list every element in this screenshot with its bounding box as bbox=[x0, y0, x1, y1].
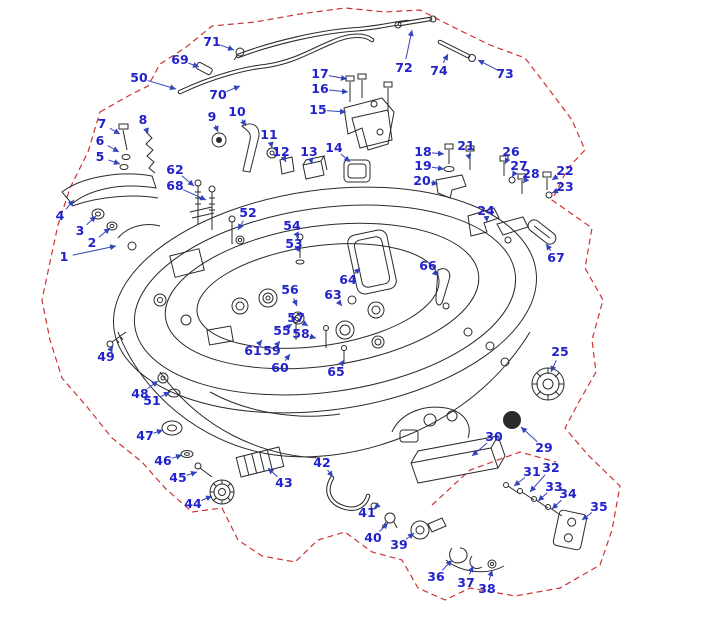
part-number-36: 36 bbox=[427, 568, 445, 584]
part-number-5: 5 bbox=[95, 148, 105, 164]
part-number-50: 50 bbox=[130, 69, 148, 85]
lower-right-assembly bbox=[410, 435, 588, 573]
part-number-56: 56 bbox=[281, 281, 299, 297]
part-number-35: 35 bbox=[590, 498, 608, 514]
part-number-24: 24 bbox=[477, 202, 495, 218]
part-number-34: 34 bbox=[559, 485, 577, 501]
part-number-10: 10 bbox=[228, 103, 246, 119]
part-number-29: 29 bbox=[535, 439, 553, 455]
part-number-32: 32 bbox=[542, 459, 560, 475]
part-number-42: 42 bbox=[313, 454, 331, 470]
part-number-22: 22 bbox=[556, 162, 574, 178]
part-number-19: 19 bbox=[414, 157, 432, 173]
part-number-41: 41 bbox=[358, 504, 376, 520]
part-number-7: 7 bbox=[97, 115, 107, 131]
part-number-23: 23 bbox=[556, 178, 574, 194]
part-number-63: 63 bbox=[324, 286, 342, 302]
top-bracket bbox=[343, 73, 395, 151]
rear-knob bbox=[503, 367, 565, 429]
part-number-40: 40 bbox=[364, 529, 382, 545]
part-number-44: 44 bbox=[184, 495, 202, 511]
part-number-61: 61 bbox=[244, 342, 262, 358]
part-number-51: 51 bbox=[143, 392, 161, 408]
part-number-62: 62 bbox=[166, 161, 184, 177]
part-number-64: 64 bbox=[339, 271, 357, 287]
part-number-1: 1 bbox=[59, 248, 69, 264]
part-number-68: 68 bbox=[166, 177, 184, 193]
part-number-46: 46 bbox=[154, 452, 172, 468]
part-number-12: 12 bbox=[272, 143, 290, 159]
hose-assembly bbox=[177, 15, 476, 95]
part-number-58: 58 bbox=[292, 325, 310, 341]
part-number-53: 53 bbox=[285, 235, 303, 251]
part-number-65: 65 bbox=[327, 363, 345, 379]
part-number-13: 13 bbox=[300, 143, 318, 159]
bottom-cowling bbox=[113, 186, 537, 459]
part-number-66: 66 bbox=[419, 257, 437, 273]
part-number-71: 71 bbox=[203, 33, 221, 49]
part-number-20: 20 bbox=[413, 172, 431, 188]
part-number-47: 47 bbox=[136, 427, 154, 443]
part-number-69: 69 bbox=[171, 51, 189, 67]
part-number-39: 39 bbox=[390, 536, 408, 552]
part-number-14: 14 bbox=[325, 139, 343, 155]
part-number-45: 45 bbox=[169, 469, 187, 485]
part-number-37: 37 bbox=[457, 574, 475, 590]
part-number-16: 16 bbox=[311, 80, 329, 96]
front-handle bbox=[61, 173, 161, 251]
part-number-31: 31 bbox=[523, 463, 541, 479]
part-number-33: 33 bbox=[545, 478, 563, 494]
part-number-11: 11 bbox=[260, 126, 278, 142]
part-number-27: 27 bbox=[510, 157, 528, 173]
part-number-43: 43 bbox=[275, 474, 293, 490]
part-number-49: 49 bbox=[97, 348, 115, 364]
part-number-25: 25 bbox=[551, 343, 569, 359]
part-number-18: 18 bbox=[414, 143, 432, 159]
part-number-73: 73 bbox=[496, 65, 514, 81]
part-number-6: 6 bbox=[95, 132, 105, 148]
bottom-center-parts bbox=[235, 446, 447, 540]
part-number-60: 60 bbox=[271, 359, 289, 375]
part-number-17: 17 bbox=[311, 65, 329, 81]
part-number-54: 54 bbox=[283, 217, 301, 233]
section-boundary bbox=[41, 7, 621, 601]
part-number-67: 67 bbox=[547, 249, 565, 265]
latch-parts bbox=[211, 123, 371, 183]
part-number-57: 57 bbox=[287, 309, 305, 325]
part-number-28: 28 bbox=[522, 165, 540, 181]
part-number-59: 59 bbox=[263, 342, 281, 358]
part-number-26: 26 bbox=[502, 143, 520, 159]
part-number-48: 48 bbox=[131, 385, 149, 401]
part-number-2: 2 bbox=[87, 234, 97, 250]
interior-fittings bbox=[153, 179, 451, 364]
part-number-38: 38 bbox=[478, 580, 496, 596]
part-number-9: 9 bbox=[207, 108, 217, 124]
part-number-74: 74 bbox=[430, 62, 448, 78]
part-number-72: 72 bbox=[395, 59, 413, 75]
part-number-4: 4 bbox=[55, 207, 65, 223]
part-number-8: 8 bbox=[138, 111, 148, 127]
part-number-52: 52 bbox=[239, 204, 257, 220]
part-number-55: 55 bbox=[273, 322, 291, 338]
part-number-21: 21 bbox=[457, 137, 475, 153]
part-number-30: 30 bbox=[485, 428, 503, 444]
part-number-15: 15 bbox=[309, 101, 327, 117]
front-fasteners bbox=[118, 123, 156, 174]
right-brackets bbox=[435, 143, 557, 245]
part-number-70: 70 bbox=[209, 86, 227, 102]
bottom-left-parts bbox=[106, 331, 235, 505]
part-number-3: 3 bbox=[75, 222, 85, 238]
